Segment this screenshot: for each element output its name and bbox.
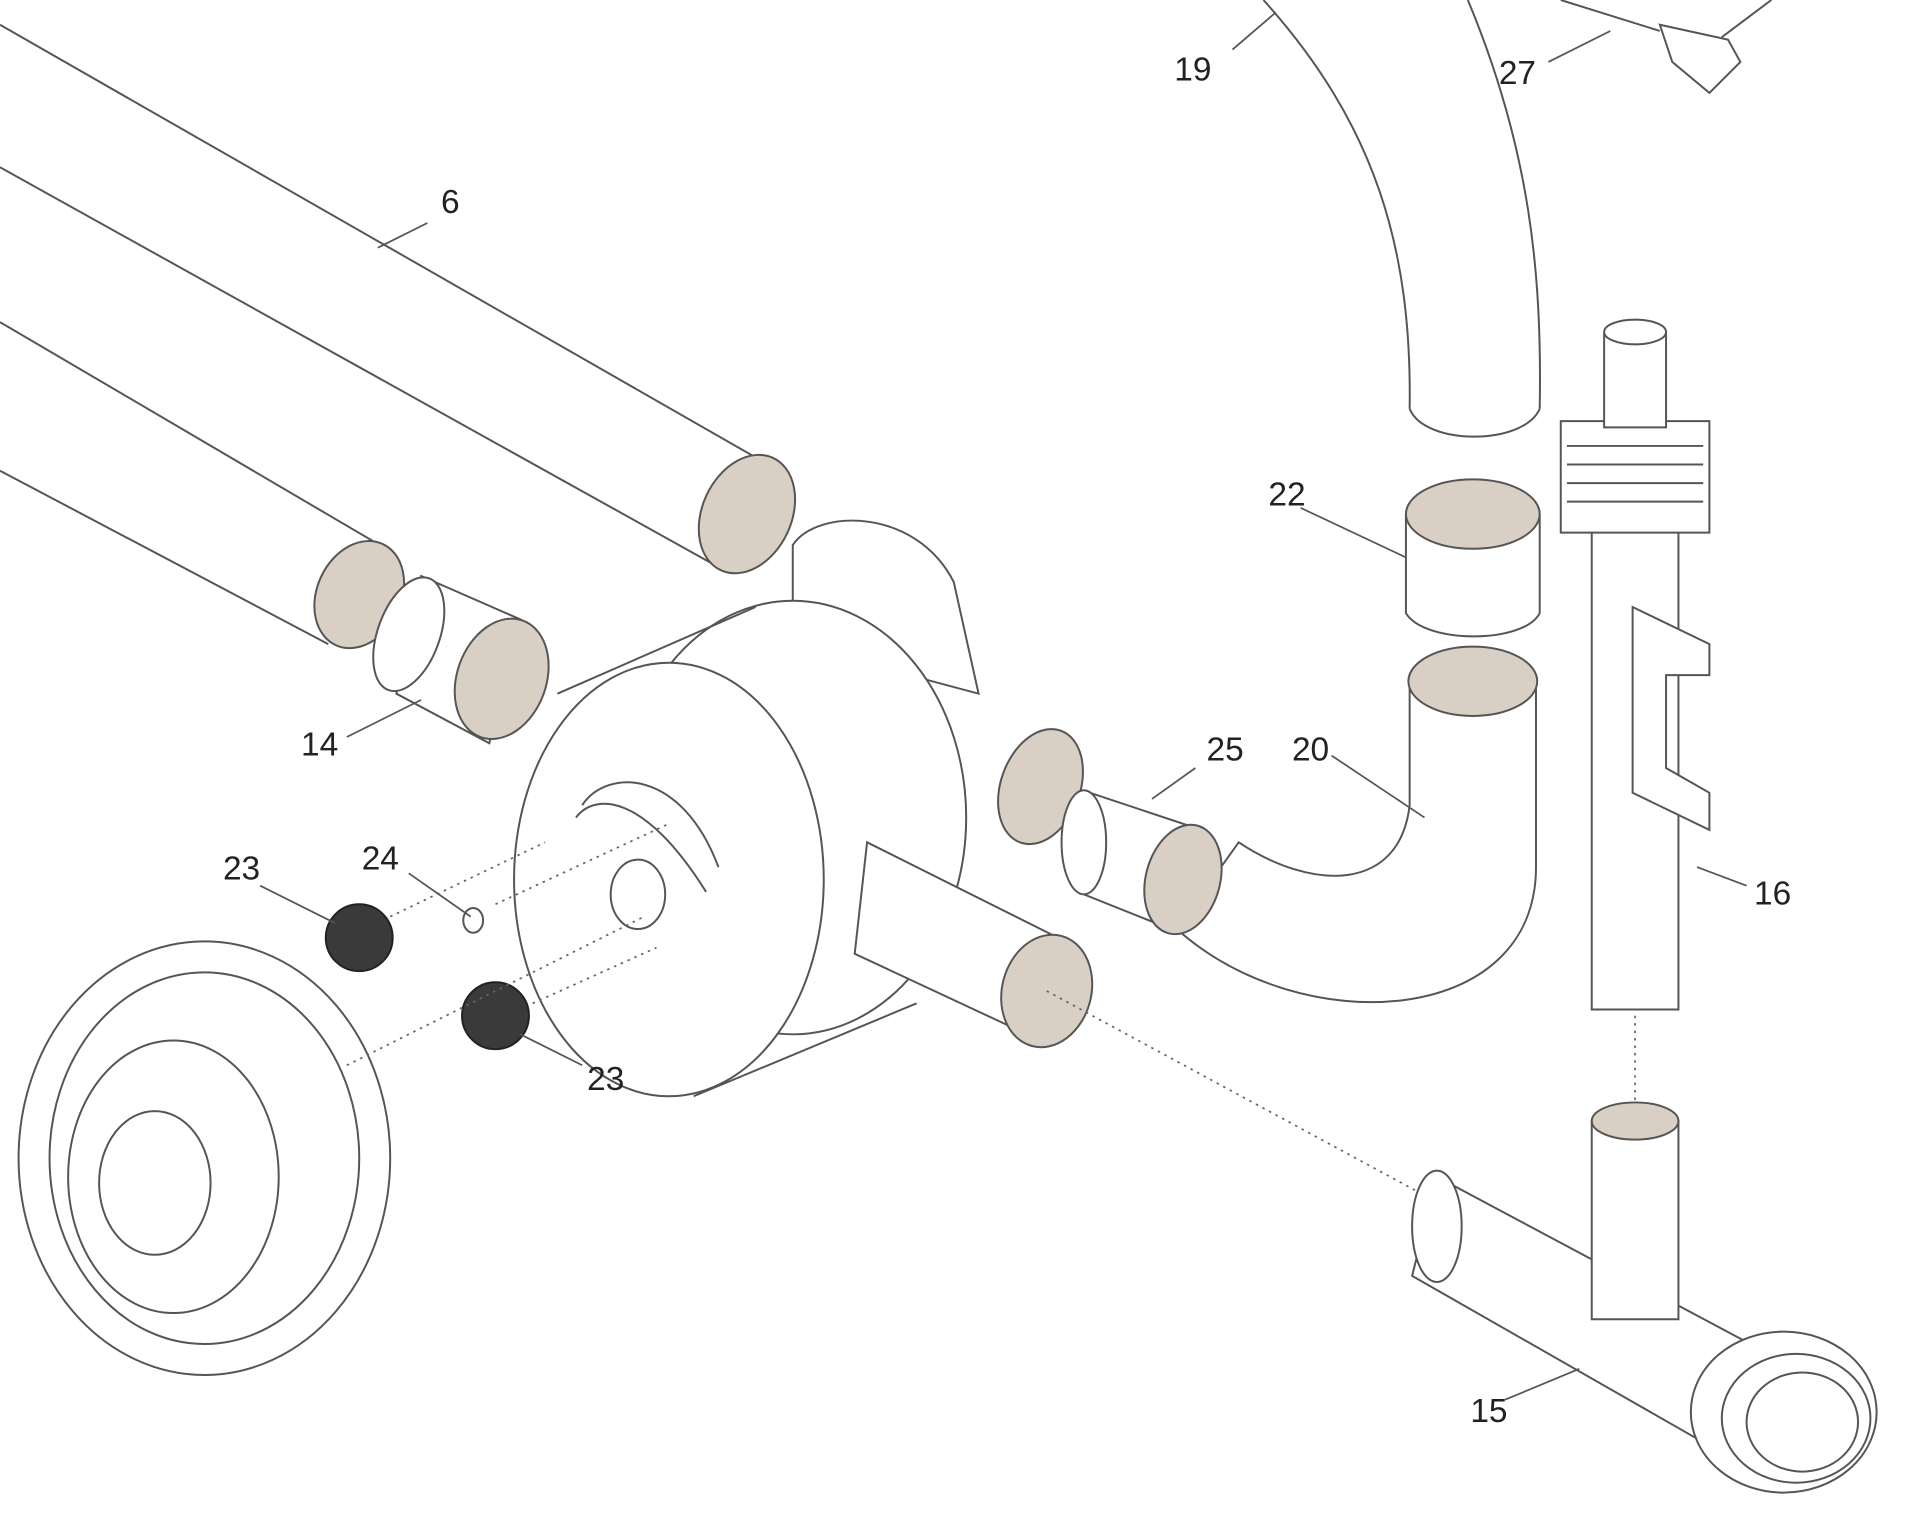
label-19: 19	[1174, 52, 1211, 89]
label-16: 16	[1754, 875, 1791, 912]
label-6: 6	[441, 184, 460, 221]
part-23-cap-b	[461, 981, 530, 1051]
part-24-screw	[462, 906, 485, 934]
label-20: 20	[1292, 732, 1329, 769]
label-23-b: 23	[587, 1061, 624, 1098]
label-27: 27	[1499, 55, 1536, 92]
alignment-dotted-lines	[346, 822, 1636, 1197]
part-22-sleeve	[1404, 478, 1541, 638]
part-25-coupling	[1060, 789, 1223, 936]
part-19-pipe-bend	[1262, 0, 1541, 438]
part-16-valve-body	[1559, 318, 1711, 1011]
part-27-valve	[1560, 0, 1772, 95]
label-15: 15	[1470, 1393, 1507, 1430]
leader-lines	[259, 11, 1747, 1401]
label-14: 14	[301, 727, 338, 764]
part-14-coupling	[372, 574, 550, 745]
part-23-cap-a	[324, 903, 394, 973]
label-22: 22	[1268, 476, 1305, 513]
label-23-a: 23	[223, 850, 260, 887]
part-20-elbow	[1175, 645, 1539, 1004]
handwheel	[17, 940, 392, 1376]
part-tube-lower	[0, 321, 406, 650]
pump-housing	[513, 519, 1094, 1098]
part-6-tube	[0, 23, 797, 575]
label-25: 25	[1206, 732, 1243, 769]
label-24: 24	[362, 841, 399, 878]
part-15-tee	[1410, 1101, 1878, 1494]
